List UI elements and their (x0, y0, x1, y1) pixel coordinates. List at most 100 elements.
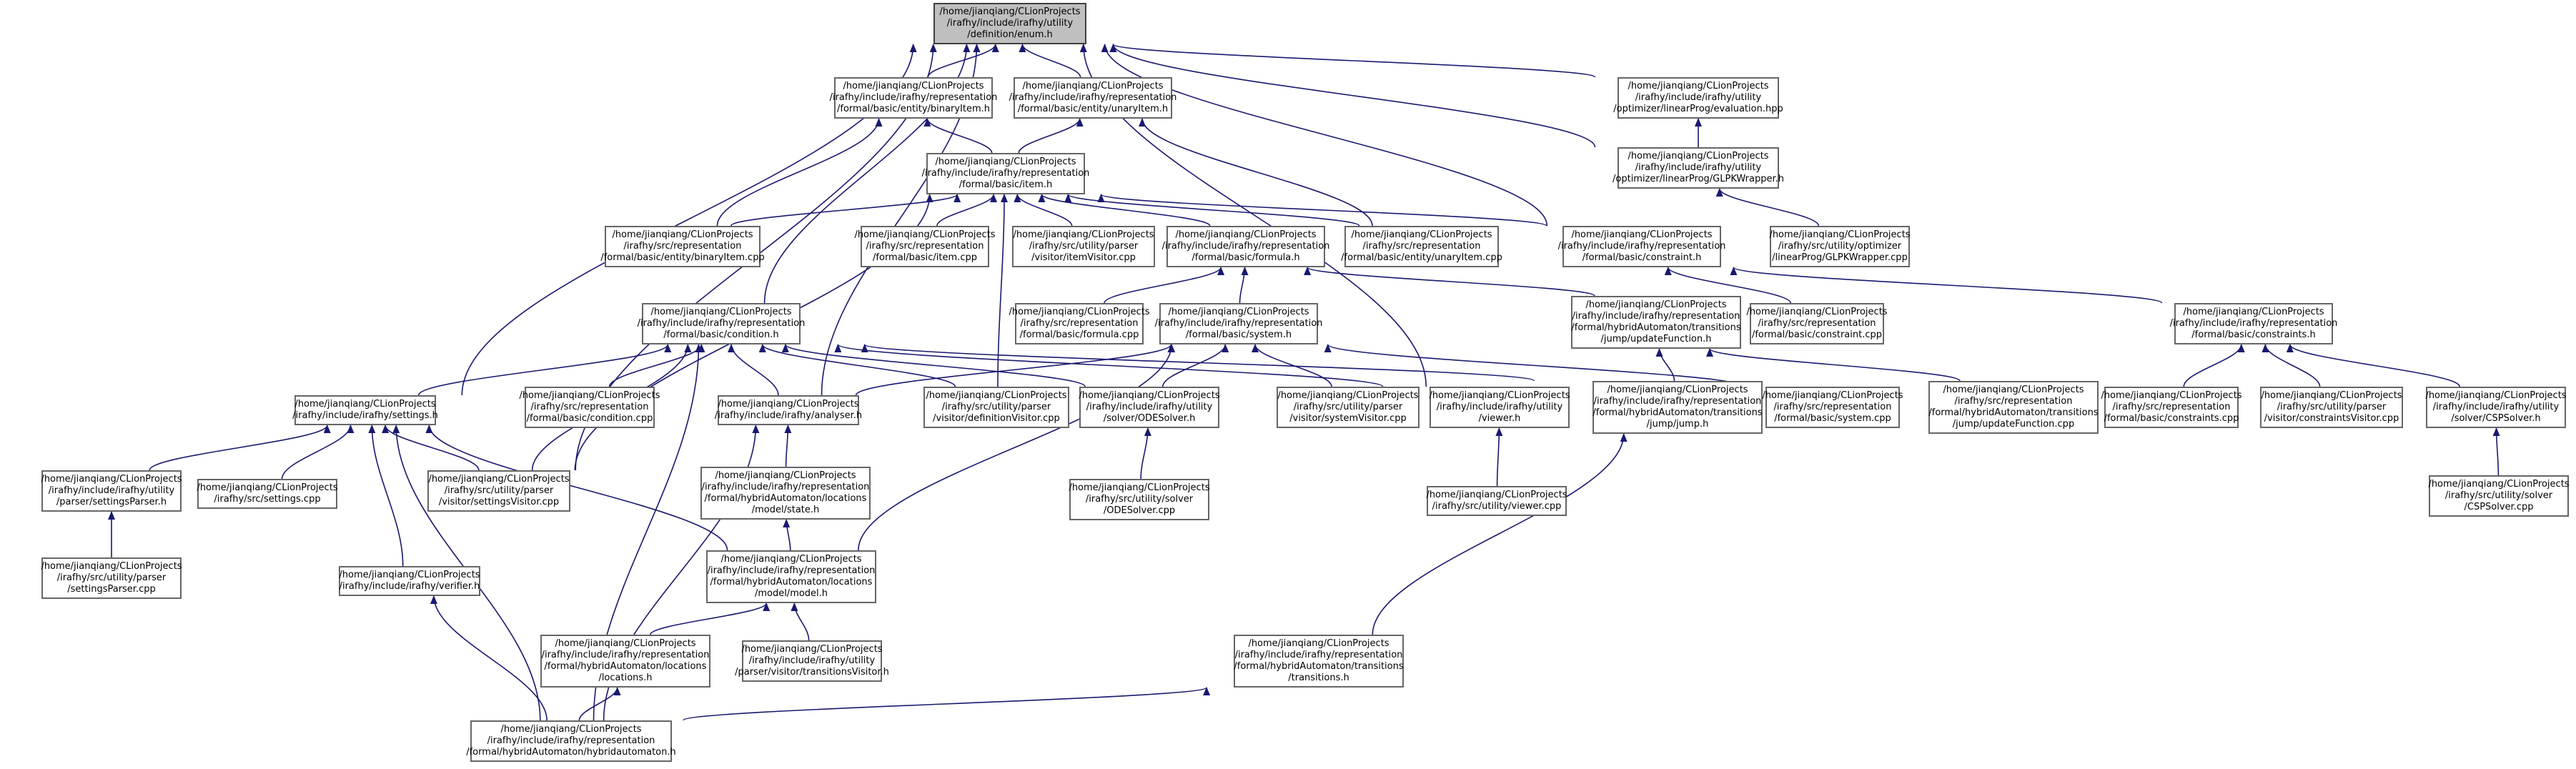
file-node-binaryItem-cpp[interactable]: /home/jianqiang/CLionProjects/irafhy/src… (600, 226, 765, 267)
file-node-constraint-cpp[interactable]: /home/jianqiang/CLionProjects/irafhy/src… (1746, 303, 1888, 344)
file-node-definitionVisitor-cpp[interactable]: /home/jianqiang/CLionProjects/irafhy/src… (923, 387, 1069, 428)
file-node-label-line: /ODESolver.cpp (1103, 505, 1176, 516)
file-node-label-line: /home/jianqiang/CLionProjects (1746, 307, 1888, 317)
file-node-updateFunction-cpp[interactable]: /home/jianqiang/CLionProjects/irafhy/src… (1928, 381, 2099, 434)
file-node-label-line: /irafhy/src/representation (1773, 402, 1892, 412)
file-node-unaryItem-cpp[interactable]: /home/jianqiang/CLionProjects/irafhy/src… (1341, 226, 1502, 267)
file-node-label-line: /formal/basic/constraints.h (2191, 329, 2316, 340)
file-node-condition-cpp[interactable]: /home/jianqiang/CLionProjects/irafhy/src… (519, 387, 660, 428)
include-edge-constraint-h-to-item-h (1097, 194, 1547, 227)
file-node-label-line: /home/jianqiang/CLionProjects (1168, 307, 1309, 317)
file-node-verifier-h[interactable]: /home/jianqiang/CLionProjects/irafhy/inc… (339, 566, 480, 596)
file-node-label-line: /irafhy/src/utility/optimizer (1778, 241, 1902, 252)
file-node-label-line: /home/jianqiang/CLionProjects (1277, 390, 1419, 401)
file-node-constraints-cpp[interactable]: /home/jianqiang/CLionProjects/irafhy/src… (2101, 387, 2242, 428)
file-node-label-line: /linearProg/GLPKWrapper.cpp (1772, 252, 1908, 263)
file-node-itemVisitor-cpp[interactable]: /home/jianqiang/CLionProjects/irafhy/src… (1012, 226, 1155, 267)
file-node-transitions-h[interactable]: /home/jianqiang/CLionProjects/irafhy/inc… (1234, 635, 1404, 688)
file-node-transitionsVisitor-h[interactable]: /home/jianqiang/CLionProjects/irafhy/inc… (735, 640, 889, 682)
file-node-settingsParser-cpp[interactable]: /home/jianqiang/CLionProjects/irafhy/src… (41, 557, 182, 599)
file-node-label-line: /home/jianqiang/CLionProjects (720, 554, 862, 565)
file-node-evaluation-hpp[interactable]: /home/jianqiang/CLionProjects/irafhy/inc… (1613, 77, 1783, 119)
file-node-label-line: /irafhy/include/irafhy/utility (748, 655, 876, 666)
include-edge-systemVisitor-cpp-to-system-h (1252, 344, 1332, 387)
include-edge-viewer-h-to-condition-h (834, 344, 1384, 387)
file-node-label-line: /irafhy/src/utility/parser (1029, 241, 1139, 252)
include-edge-state-h-to-analyser-h (784, 425, 792, 467)
file-node-state-h[interactable]: /home/jianqiang/CLionProjects/irafhy/inc… (700, 467, 871, 520)
file-node-systemVisitor-cpp[interactable]: /home/jianqiang/CLionProjects/irafhy/src… (1277, 387, 1420, 428)
file-node-settings-h[interactable]: /home/jianqiang/CLionProjects/irafhy/inc… (292, 395, 438, 425)
file-node-label-line: /irafhy/include/irafhy/verifier.h (339, 581, 480, 592)
file-node-item-cpp[interactable]: /home/jianqiang/CLionProjects/irafhy/src… (854, 226, 996, 267)
include-edge-formula-h-to-item-h (1038, 194, 1211, 227)
file-node-enum-h[interactable]: /home/jianqiang/CLionProjects/irafhy/inc… (933, 3, 1086, 44)
file-node-label-line: /irafhy/include/irafhy/utility (1635, 92, 1762, 103)
file-node-label-line: /home/jianqiang/CLionProjects (1762, 390, 1903, 401)
include-edge-unaryItem-cpp-to-unaryItem-h (1139, 118, 1373, 227)
file-node-updateFunction-h[interactable]: /home/jianqiang/CLionProjects/irafhy/inc… (1571, 296, 1741, 349)
include-edge-itemVisitor-cpp-to-item-h (1014, 194, 1073, 227)
file-node-label-line: /home/jianqiang/CLionProjects (1585, 299, 1727, 310)
file-node-odesolver-h[interactable]: /home/jianqiang/CLionProjects/irafhy/inc… (1079, 387, 1220, 428)
file-node-viewer-h[interactable]: /home/jianqiang/CLionProjects/irafhy/inc… (1429, 387, 1570, 428)
file-node-label-line: /formal/hybridAutomaton/transitions (1234, 661, 1404, 672)
file-node-label-line: /formal/basic/formula.cpp (1019, 329, 1139, 340)
file-node-constraint-h[interactable]: /home/jianqiang/CLionProjects/irafhy/inc… (1558, 226, 1725, 267)
file-node-label-line: /home/jianqiang/CLionProjects (500, 724, 642, 735)
file-node-label-line: /home/jianqiang/CLionProjects (41, 474, 182, 485)
include-edge-unaryItem-h-to-enum-h (1019, 44, 1081, 78)
file-node-label-line: /home/jianqiang/CLionProjects (1628, 151, 1769, 162)
file-node-system-cpp[interactable]: /home/jianqiang/CLionProjects/irafhy/src… (1762, 387, 1903, 428)
include-edge-locations-h-to-model-h (650, 602, 771, 635)
file-node-jump-h[interactable]: /home/jianqiang/CLionProjects/irafhy/inc… (1592, 381, 1763, 434)
file-node-label-line: /home/jianqiang/CLionProjects (612, 229, 753, 240)
include-edge-verifier-h-to-settings-h (368, 425, 404, 567)
file-node-settingsParser-h[interactable]: /home/jianqiang/CLionProjects/irafhy/inc… (41, 470, 182, 512)
file-node-settingsVisitor-cpp[interactable]: /home/jianqiang/CLionProjects/irafhy/src… (427, 470, 570, 512)
file-node-label-line: /home/jianqiang/CLionProjects (1571, 229, 1713, 240)
file-node-label-line: /irafhy/include/irafhy/representation (921, 168, 1090, 179)
file-node-formula-h[interactable]: /home/jianqiang/CLionProjects/irafhy/inc… (1162, 226, 1329, 267)
file-node-model-h[interactable]: /home/jianqiang/CLionProjects/irafhy/inc… (706, 550, 876, 603)
file-node-label-line: /optimizer/linearProg/GLPKWrapper.h (1613, 174, 1784, 184)
file-node-unaryItem-h[interactable]: /home/jianqiang/CLionProjects/irafhy/inc… (1009, 77, 1176, 119)
file-node-cspsolver-cpp[interactable]: /home/jianqiang/CLionProjects/irafhy/src… (2428, 475, 2570, 517)
include-edge-evaluation-hpp-to-enum-h (1109, 44, 1596, 78)
file-node-odesolver-cpp[interactable]: /home/jianqiang/CLionProjects/irafhy/src… (1069, 479, 1210, 520)
file-node-label-line: /home/jianqiang/CLionProjects (2425, 390, 2567, 401)
file-node-hybridautomaton-h[interactable]: /home/jianqiang/CLionProjects/irafhy/inc… (466, 720, 676, 762)
file-node-label-line: /model/model.h (754, 588, 828, 599)
file-node-label-line: /jump/jump.h (1646, 419, 1709, 430)
file-node-label-line: /formal/basic/entity/binaryItem.h (837, 104, 990, 114)
file-node-glpk-h[interactable]: /home/jianqiang/CLionProjects/irafhy/inc… (1613, 147, 1784, 189)
file-node-label-line: /irafhy/src/utility/parser (1293, 402, 1403, 412)
include-edge-constraint-cpp-to-constraint-h (1664, 267, 1792, 304)
file-node-formula-cpp[interactable]: /home/jianqiang/CLionProjects/irafhy/src… (1009, 303, 1150, 344)
file-node-binaryItem-h[interactable]: /home/jianqiang/CLionProjects/irafhy/inc… (830, 77, 997, 119)
include-edge-settingsVisitor-cpp-to-settings-h (382, 425, 480, 471)
file-node-item-h[interactable]: /home/jianqiang/CLionProjects/irafhy/inc… (922, 153, 1089, 194)
file-node-locations-h[interactable]: /home/jianqiang/CLionProjects/irafhy/inc… (540, 635, 710, 688)
file-node-label-line: /visitor/definitionVisitor.cpp (933, 413, 1060, 424)
file-node-viewer-cpp[interactable]: /home/jianqiang/CLionProjects/irafhy/src… (1426, 486, 1567, 516)
file-node-system-h[interactable]: /home/jianqiang/CLionProjects/irafhy/inc… (1155, 303, 1322, 344)
file-node-label-line: /visitor/constraintsVisitor.cpp (2264, 413, 2399, 424)
file-node-label-line: /irafhy/include/irafhy/utility (946, 18, 1074, 29)
file-node-label-line: /irafhy/src/utility/parser (56, 572, 167, 583)
file-node-cspsolver-h[interactable]: /home/jianqiang/CLionProjects/irafhy/inc… (2425, 387, 2567, 428)
file-node-analyser-h[interactable]: /home/jianqiang/CLionProjects/irafhy/inc… (715, 395, 862, 425)
file-node-label-line: /irafhy/src/representation (866, 241, 984, 252)
file-node-constraintsVisitor-cpp[interactable]: /home/jianqiang/CLionProjects/irafhy/src… (2260, 387, 2403, 428)
file-node-glpk-cpp[interactable]: /home/jianqiang/CLionProjects/irafhy/src… (1769, 226, 1911, 267)
file-node-constraints-h[interactable]: /home/jianqiang/CLionProjects/irafhy/inc… (2170, 303, 2337, 344)
file-node-condition-h[interactable]: /home/jianqiang/CLionProjects/irafhy/inc… (638, 303, 805, 344)
file-node-settings-cpp[interactable]: /home/jianqiang/CLionProjects/irafhy/src… (197, 479, 338, 509)
include-edge-cspsolver-cpp-to-cspsolver-h (2492, 427, 2500, 476)
include-edge-binaryItem-cpp-to-binaryItem-h (716, 118, 883, 227)
file-node-label-line: /home/jianqiang/CLionProjects (1069, 482, 1210, 493)
file-node-label-line: /home/jianqiang/CLionProjects (2261, 390, 2402, 401)
include-edge-hybridautomaton-h-to-verifier-h (430, 595, 548, 721)
file-node-label-line: /home/jianqiang/CLionProjects (718, 399, 859, 410)
include-edge-glpk-h-to-enum-h (1109, 44, 1596, 148)
